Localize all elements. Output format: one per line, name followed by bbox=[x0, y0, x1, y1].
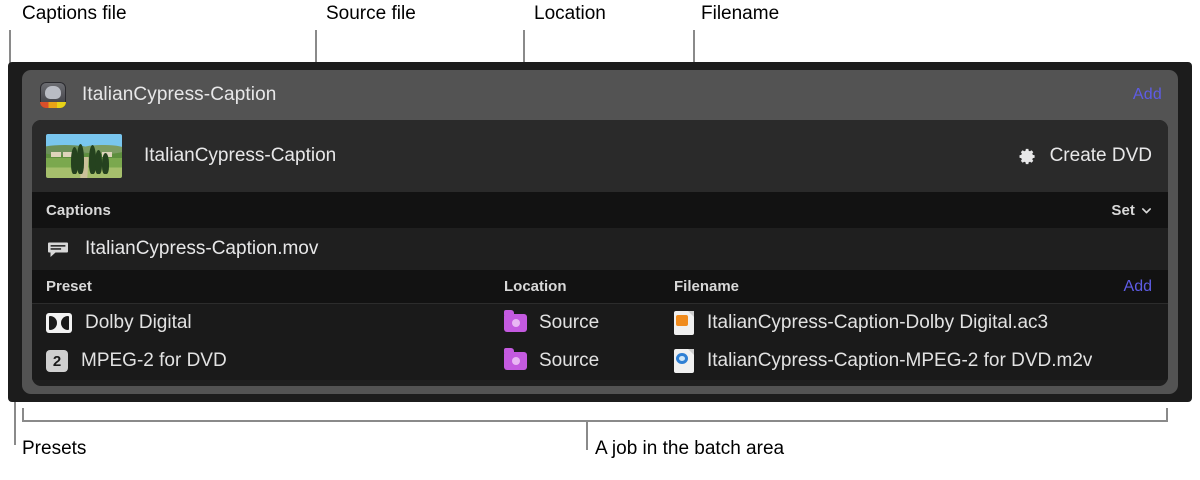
job-header[interactable]: ItalianCypress-Caption Add bbox=[22, 70, 1178, 120]
location-cell: Source bbox=[504, 310, 674, 334]
captions-section-header: Captions Set bbox=[32, 192, 1168, 228]
callout-label-captions-file: Captions file bbox=[22, 3, 127, 24]
source-folder-icon bbox=[504, 310, 527, 332]
preset-name: Dolby Digital bbox=[85, 312, 192, 333]
callout-label-source-file: Source file bbox=[326, 3, 416, 24]
column-header-location: Location bbox=[504, 278, 567, 295]
callout-bracket-batch-left bbox=[22, 408, 24, 422]
mpeg2-icon: 2 bbox=[46, 350, 68, 372]
source-file-name: ItalianCypress-Caption bbox=[144, 145, 337, 166]
job-title: ItalianCypress-Caption bbox=[82, 84, 277, 105]
chevron-down-icon bbox=[1142, 207, 1151, 213]
create-dvd-label: Create DVD bbox=[1049, 145, 1152, 166]
m2v-video-file-icon bbox=[674, 349, 694, 373]
location-cell: Source bbox=[504, 348, 674, 372]
source-file-row[interactable]: ItalianCypress-Caption Create DVD bbox=[32, 120, 1168, 192]
output-filename: ItalianCypress-Caption-MPEG-2 for DVD.m2… bbox=[707, 350, 1093, 371]
job-card[interactable]: ItalianCypress-Caption Add bbox=[22, 70, 1178, 394]
preset-cell: 2 MPEG-2 for DVD bbox=[46, 350, 504, 372]
callout-label-filename: Filename bbox=[701, 3, 780, 24]
output-filename: ItalianCypress-Caption-Dolby Digital.ac3 bbox=[707, 312, 1049, 333]
dolby-digital-icon bbox=[46, 313, 72, 333]
captions-file-row[interactable]: ItalianCypress-Caption.mov bbox=[32, 228, 1168, 270]
presets-add-button[interactable]: Add bbox=[1123, 277, 1152, 295]
ac3-audio-file-icon bbox=[674, 311, 694, 335]
table-row[interactable]: 2 MPEG-2 for DVD Source ItalianCypress-C… bbox=[32, 342, 1168, 380]
captions-set-button[interactable]: Set bbox=[1111, 202, 1152, 219]
batch-area: ItalianCypress-Caption Add bbox=[8, 62, 1192, 402]
callout-bracket-batch-stem bbox=[586, 420, 588, 450]
location-name: Source bbox=[539, 350, 600, 371]
captions-file-name: ItalianCypress-Caption.mov bbox=[85, 238, 319, 259]
column-header-preset: Preset bbox=[46, 278, 92, 295]
job-body: ItalianCypress-Caption Create DVD Captio… bbox=[32, 120, 1168, 386]
presets-table-header: Preset Location Filename Add bbox=[32, 270, 1168, 304]
filename-cell: ItalianCypress-Caption-MPEG-2 for DVD.m2… bbox=[674, 349, 1152, 373]
callout-bracket-batch-top bbox=[22, 420, 1168, 422]
source-thumbnail bbox=[46, 134, 122, 178]
filename-cell: ItalianCypress-Caption-Dolby Digital.ac3 bbox=[674, 311, 1152, 335]
preset-cell: Dolby Digital bbox=[46, 312, 504, 334]
captions-set-label: Set bbox=[1111, 201, 1135, 219]
create-dvd-button[interactable]: Create DVD bbox=[1018, 145, 1152, 167]
caption-bubble-icon bbox=[48, 242, 68, 257]
gear-icon bbox=[1019, 148, 1035, 164]
table-row[interactable]: Dolby Digital Source ItalianCypress-Capt… bbox=[32, 304, 1168, 342]
compressor-app-icon bbox=[40, 82, 66, 108]
callout-label-location: Location bbox=[534, 3, 606, 24]
column-header-filename: Filename bbox=[674, 278, 740, 295]
location-name: Source bbox=[539, 312, 600, 333]
preset-name: MPEG-2 for DVD bbox=[81, 350, 227, 371]
callout-bracket-batch-right bbox=[1166, 408, 1168, 422]
job-add-button[interactable]: Add bbox=[1132, 86, 1162, 103]
callout-label-presets: Presets bbox=[22, 438, 87, 459]
callout-label-batch-job: A job in the batch area bbox=[595, 438, 785, 459]
source-folder-icon bbox=[504, 348, 527, 370]
captions-section-title: Captions bbox=[46, 201, 111, 219]
